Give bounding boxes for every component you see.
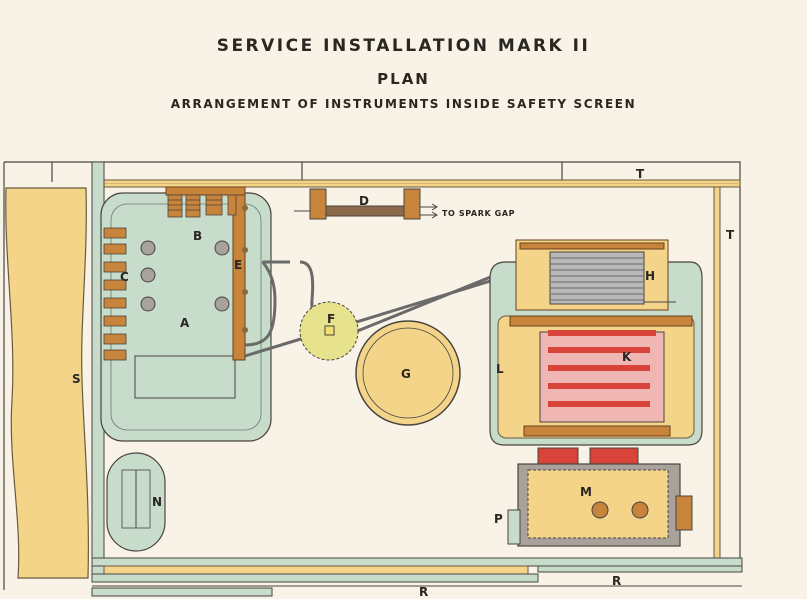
label-h: H — [645, 269, 655, 283]
motor-unit-m — [507, 447, 693, 547]
safety-screen-s — [5, 187, 90, 579]
label-p: P — [494, 512, 503, 526]
diagram-caption: ARRANGEMENT OF INSTRUMENTS INSIDE SAFETY… — [170, 97, 637, 111]
wall-t-right — [713, 186, 721, 563]
label-r-right: R — [612, 574, 621, 588]
condenser-g — [355, 320, 461, 426]
fuses-c — [103, 227, 127, 361]
label-b: B — [193, 229, 202, 243]
instrument-f — [299, 301, 359, 361]
label-t-right: T — [726, 228, 735, 242]
label-s: S — [72, 372, 81, 386]
label-g: G — [401, 367, 411, 381]
wall-t-top — [94, 179, 741, 188]
label-c: C — [120, 270, 129, 284]
label-e: E — [234, 258, 242, 272]
label-n: N — [152, 495, 162, 509]
label-r-left: R — [419, 585, 428, 599]
label-a: A — [180, 316, 190, 330]
instrument-n — [106, 452, 166, 552]
switch-panel-a — [100, 186, 272, 442]
coils-b — [167, 194, 237, 218]
wall-r-bottom — [91, 557, 743, 597]
floor-outline — [3, 161, 741, 590]
label-t-top: T — [636, 167, 645, 181]
label-k: K — [622, 350, 632, 364]
label-l: L — [496, 362, 504, 376]
label-f: F — [327, 312, 335, 326]
diagram-subtitle: PLAN — [377, 70, 430, 88]
diagram-title: SERVICE INSTALLATION MARK II — [216, 36, 591, 56]
resistor-d — [294, 188, 438, 220]
transformer-frame-l — [489, 239, 703, 446]
label-spark-gap: TO SPARK GAP — [442, 209, 515, 218]
label-m: M — [580, 485, 592, 499]
label-d: D — [359, 194, 369, 208]
